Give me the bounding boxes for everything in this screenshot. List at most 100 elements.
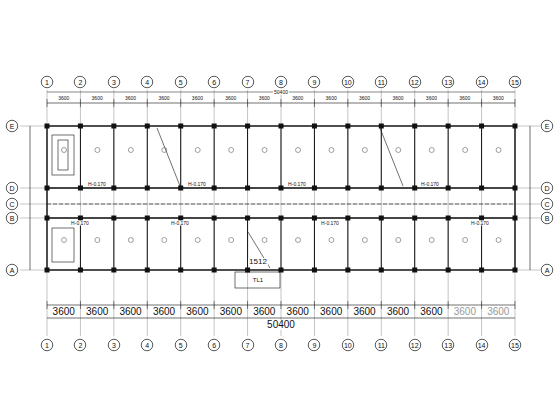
room-wall [147,218,148,270]
axis-number: 4 [145,342,149,349]
axis-bubble: 8 [275,339,287,351]
room-wall [414,218,415,270]
slab-mark [329,148,334,153]
bubble-circle [442,76,454,88]
column-square [345,268,350,273]
room-wall [281,126,282,188]
bubble-circle [242,76,254,88]
column-square [78,186,83,191]
column-square [45,268,50,273]
column-square [45,186,50,191]
slab-mark [362,238,367,243]
axis-number: 6 [212,342,216,349]
slab-mark [95,238,100,243]
column-square [78,268,83,273]
column-square [145,124,150,129]
slab-mark [229,148,234,153]
axis-number: 14 [478,79,486,86]
axis-bubble: B [6,212,18,224]
bubble-circle [142,76,154,88]
axis-bubble: 12 [409,76,421,88]
axis-bubble: 11 [375,76,387,88]
elevation-note: H-0.170 [420,182,440,187]
bubble-circle [41,76,53,88]
column-square [379,186,384,191]
column-square [111,268,116,273]
room-wall [80,218,81,270]
column-square [513,268,518,273]
dimension-text: 3600 [191,96,204,101]
axis-bubble: 9 [308,339,320,351]
axis-number: 5 [179,342,183,349]
slab-mark [496,238,501,243]
column-square [379,124,384,129]
bubble-circle [342,339,354,351]
column-square [345,186,350,191]
bubble-circle [409,76,421,88]
dimension-text: 50400 [273,90,289,95]
slab-mark [463,148,468,153]
column-square [279,186,284,191]
axis-number: 4 [145,79,149,86]
slab-mark [296,238,301,243]
room-wall [247,126,248,188]
room-wall [113,126,114,188]
slab-mark [296,148,301,153]
axis-number: 10 [344,79,352,86]
axis-bubble: 1 [41,339,53,351]
elevation-note: H-0.170 [187,182,207,187]
axis-number: 11 [378,79,385,86]
bubble-circle [208,76,220,88]
axis-bubble: 10 [342,339,354,351]
column-square [513,186,518,191]
slab-mark [496,148,501,153]
dimension-text: 3600 [185,307,209,317]
bubble-circle [175,76,187,88]
bubble-circle [376,76,388,88]
bubble-circle [541,182,553,194]
axis-bubble: 7 [242,339,254,351]
dimension-text: 3600 [85,307,109,317]
slab-mark [62,238,67,243]
column-square [312,124,317,129]
bubble-circle [541,264,553,276]
bubble-circle [6,212,18,224]
axis-bubble: A [541,264,553,276]
slab-mark [262,148,267,153]
axis-bubble: C [541,198,553,210]
column-square [212,124,217,129]
bubble-circle [476,339,488,351]
axis-bubble: 3 [108,76,120,88]
column-square [245,124,250,129]
axis-bubble: 14 [476,339,488,351]
bubble-circle [6,182,18,194]
axis-number: B [10,215,15,222]
axis-number: 2 [78,342,82,349]
axis-number: 12 [411,342,419,349]
elevation-note: H-0.170 [287,182,307,187]
axis-bubble: 6 [208,76,220,88]
room-wall [314,218,315,270]
column-square [446,268,451,273]
dimension-text: 3600 [157,96,170,101]
bubble-circle [6,120,18,132]
column-square [212,186,217,191]
axis-number: 13 [444,79,452,86]
stair-tag: TL1 [252,277,264,283]
axis-bubble: 12 [409,339,421,351]
room-wall [113,218,114,270]
column-square [145,216,150,221]
axis-number: C [9,201,14,208]
column-square [312,186,317,191]
room-wall [448,218,449,270]
axis-bubble: 2 [74,76,86,88]
room-wall [214,218,215,270]
axis-bubble: 5 [175,339,187,351]
axis-bubble: 9 [308,76,320,88]
axis-number: 5 [179,79,183,86]
axis-number: A [10,267,15,274]
axis-bubble: 1 [41,76,53,88]
column-square [312,268,317,273]
room-wall [80,126,81,188]
